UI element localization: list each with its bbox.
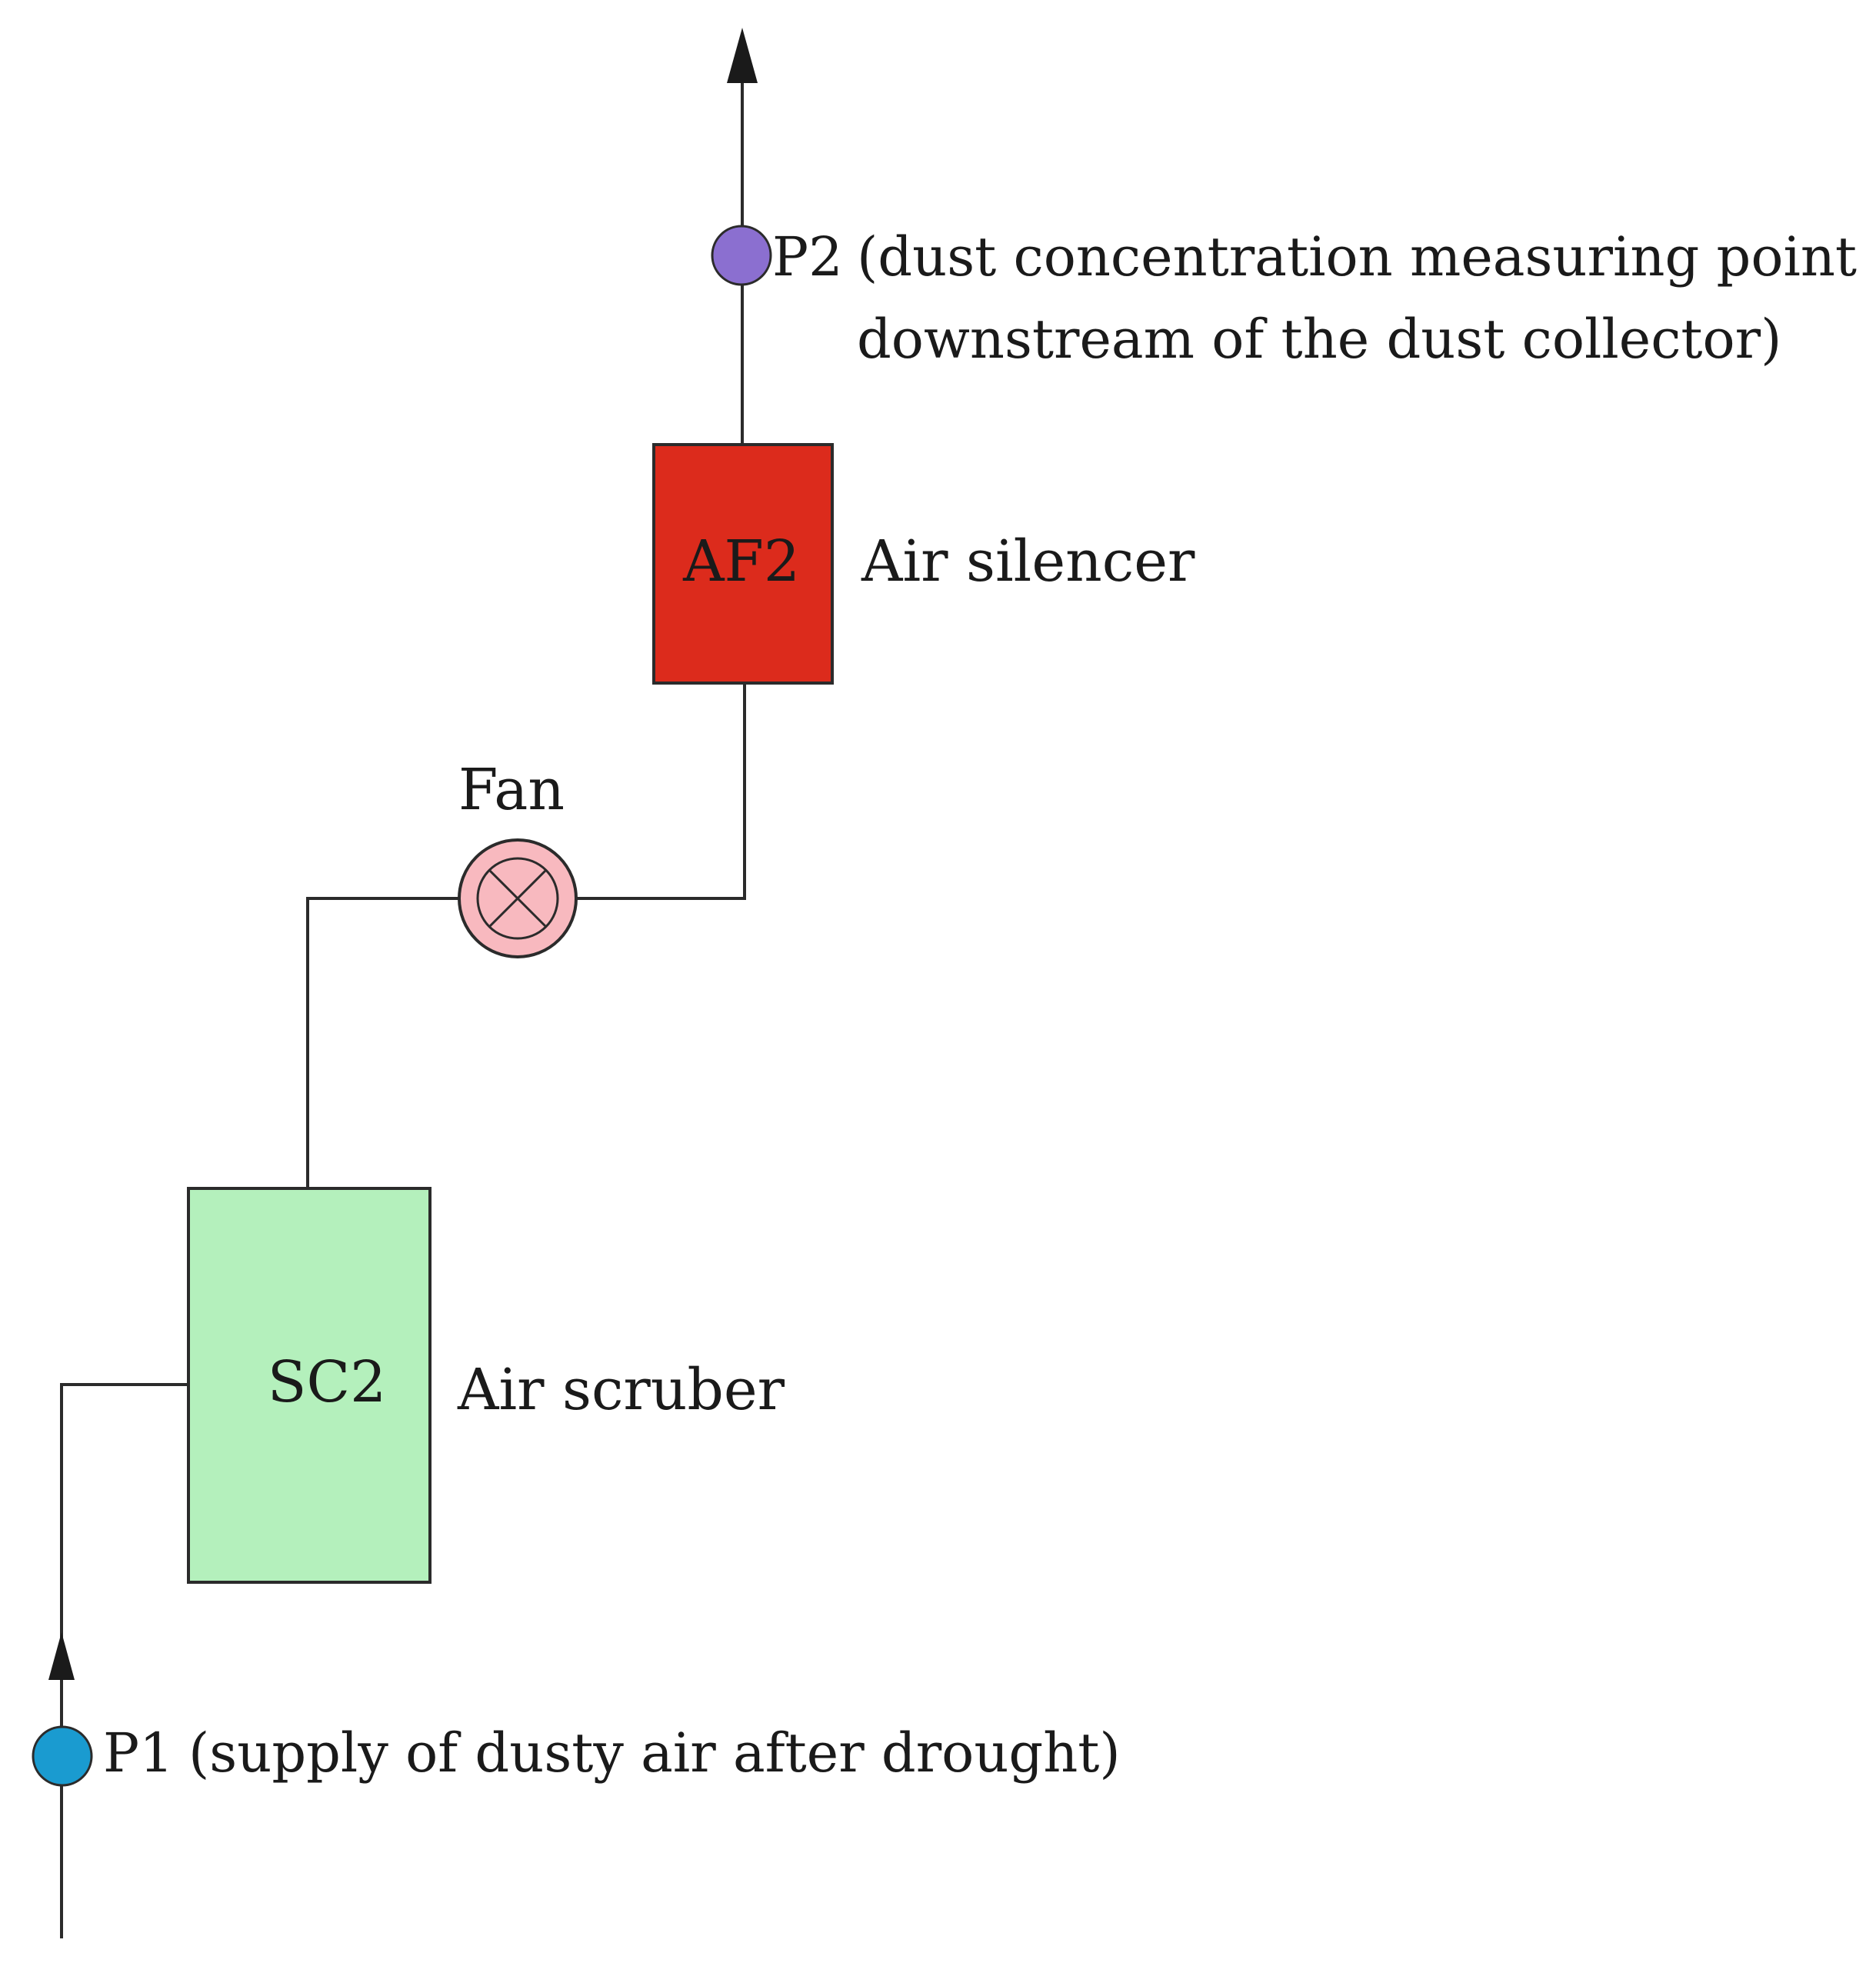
point-p2-description-line2: downstream of the dust collector) [857,308,1781,371]
scrubber-box [187,1187,432,1584]
silencer-code: AF2 [682,528,800,595]
point-p2-description-line1: (dust concentration measuring point [857,225,1857,288]
point-p1-description: (supply of dusty air after drought) [188,1721,1121,1785]
silencer-name: Air silencer [861,528,1195,595]
air-silencer: AF2 Air silencer [652,443,1195,685]
scrubber-to-fan-pipe [306,897,458,1188]
fan-inner-ring [476,857,559,940]
fan-name: Fan [458,757,565,823]
outlet-arrow-icon [727,28,758,83]
scrubber-name: Air scruber [457,1357,785,1423]
air-scrubber: SC2 Air scruber [187,1187,785,1584]
flow-lines [60,73,746,1938]
fan: Fan [458,757,578,958]
point-p2-label: P2 [772,225,843,288]
inlet-arrow-icon [48,1632,75,1680]
fan-to-silencer-pipe [577,683,746,900]
point-p2-marker [711,225,772,286]
measuring-point-p2: P2 (dust concentration measuring point d… [711,225,1857,371]
silencer-box [652,443,834,685]
fan-cross-line-b [488,868,548,928]
inlet-pipe [60,1383,188,1938]
measuring-point-p1: P1 (supply of dusty air after drought) [32,1721,1121,1787]
scrubber-code: SC2 [268,1349,386,1415]
point-p1-label: P1 [103,1721,174,1785]
point-p1-marker [32,1725,93,1787]
